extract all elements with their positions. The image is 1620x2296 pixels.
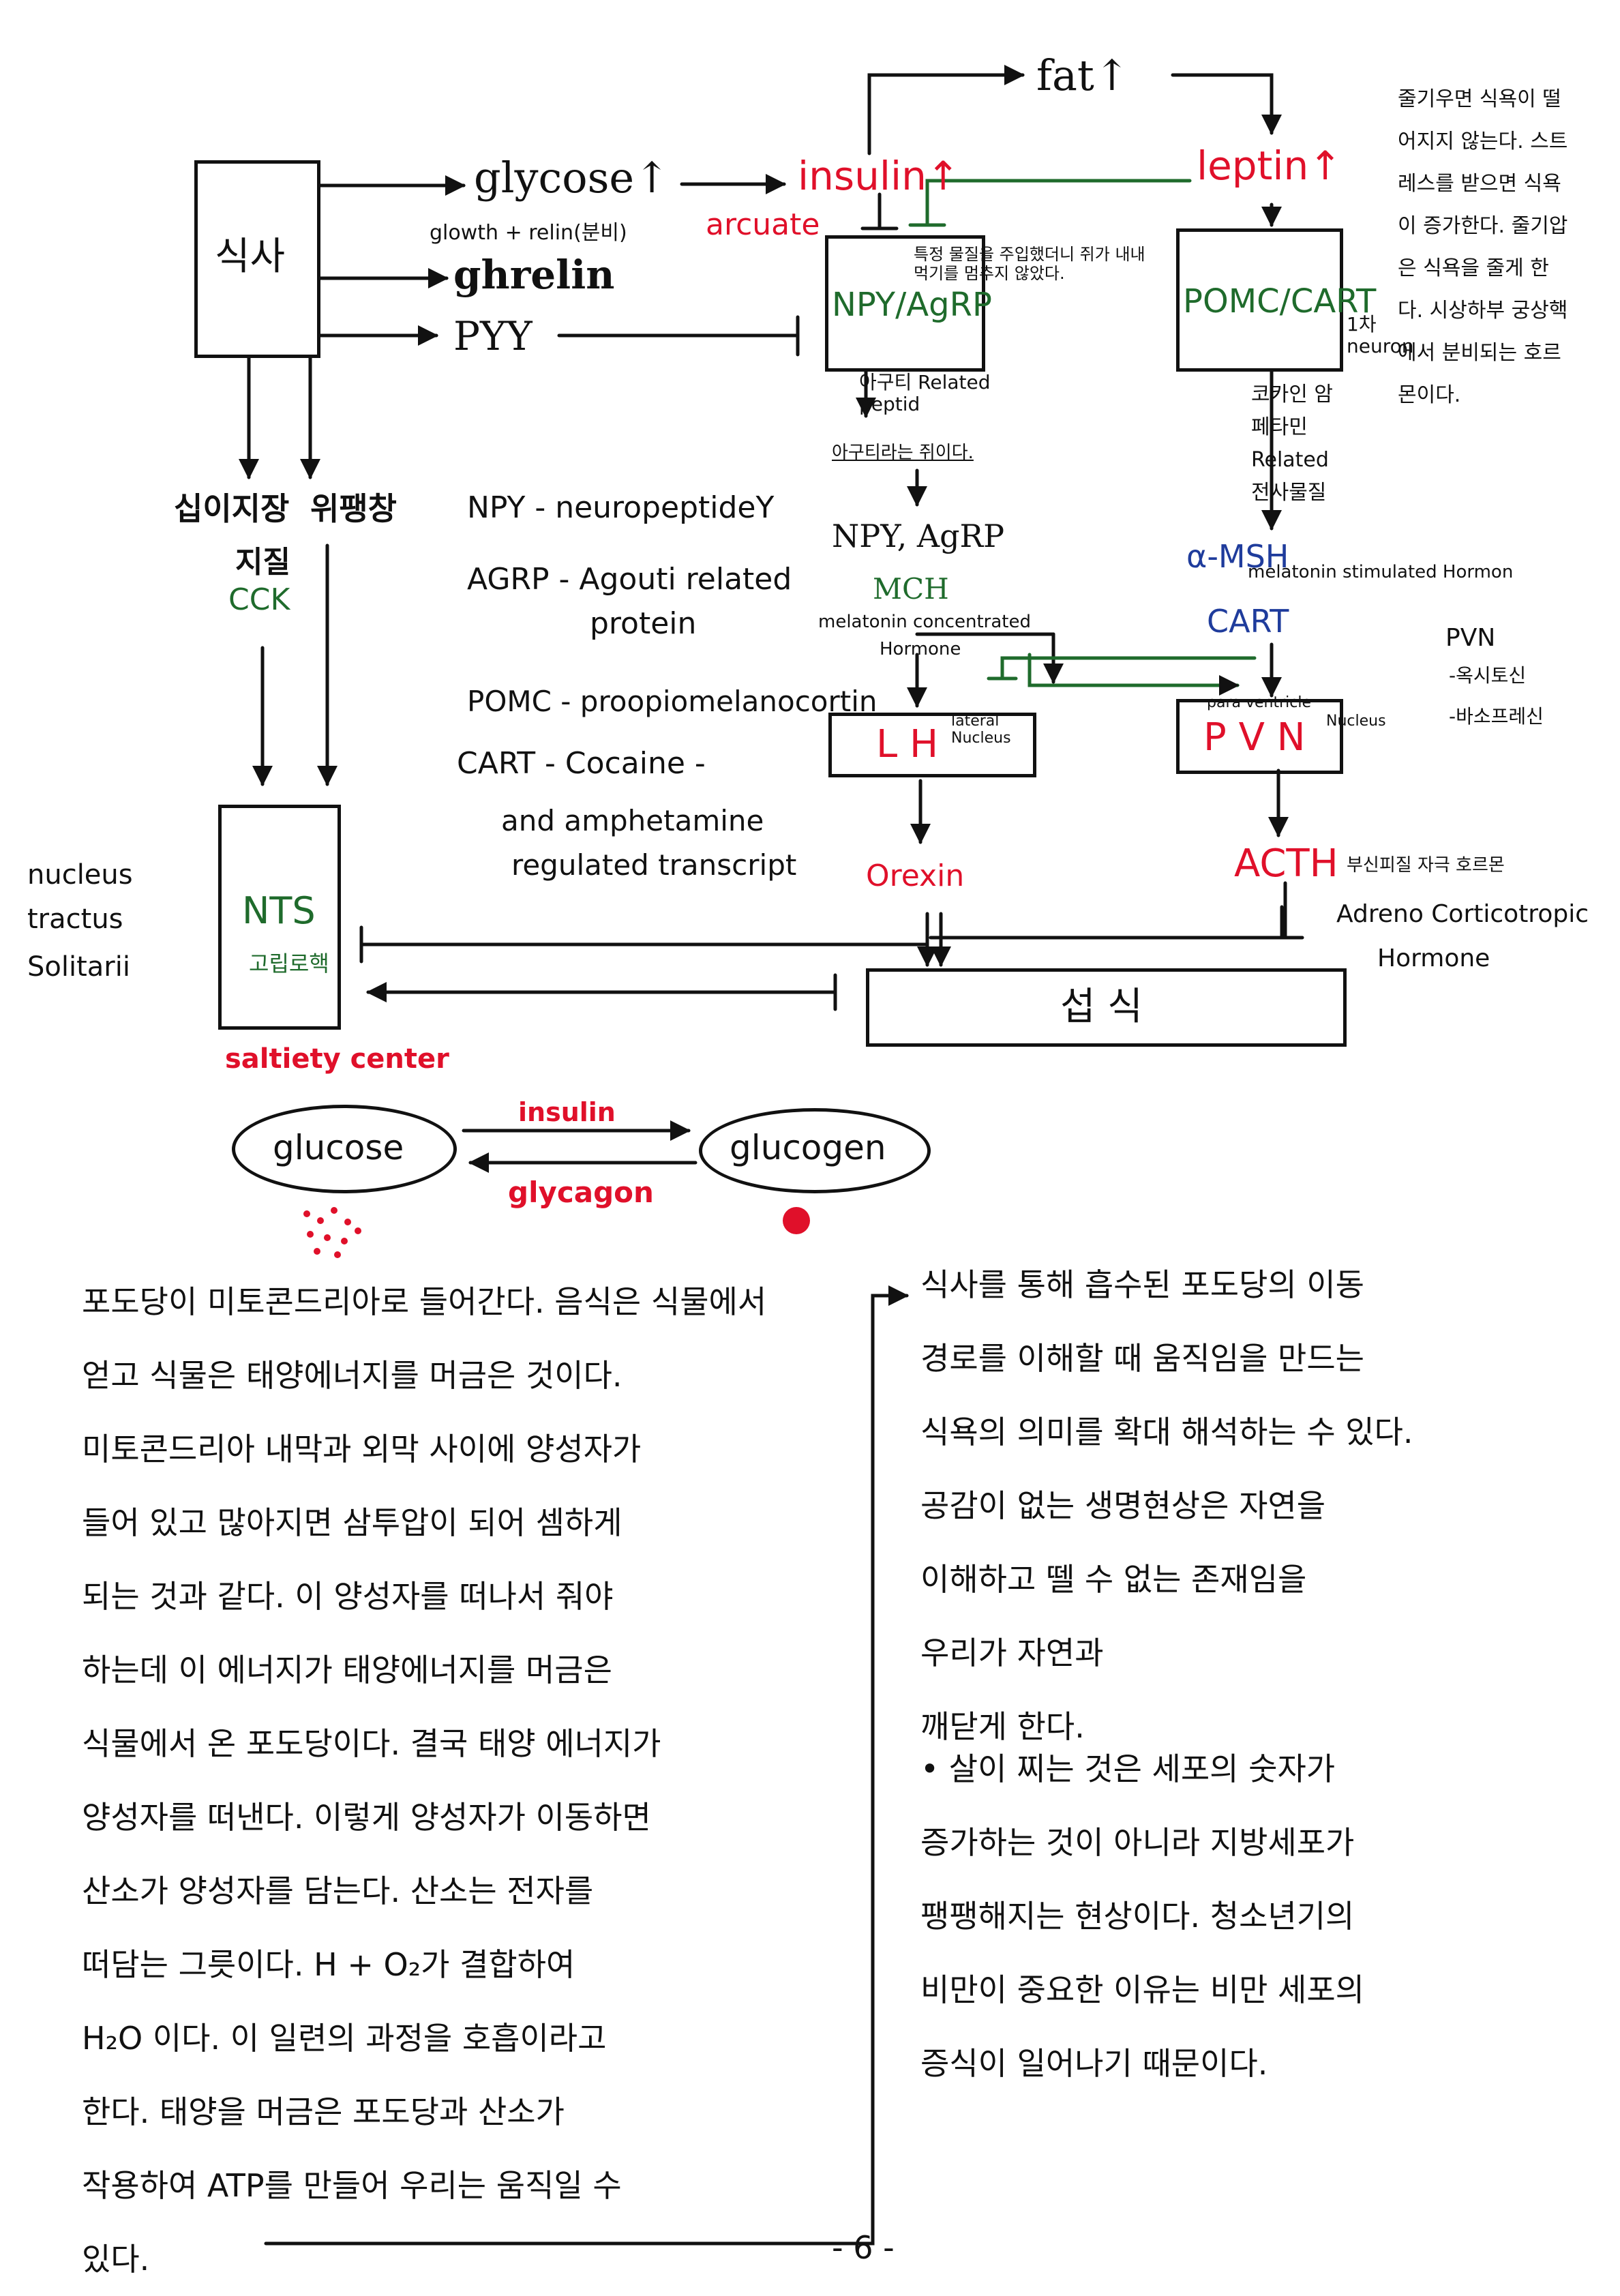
page-number: - 6 -	[832, 2229, 895, 2266]
meal-label: 식사	[215, 235, 286, 279]
arcuate-label: arcuate	[706, 207, 820, 242]
acth-full-2: Hormone	[1377, 944, 1490, 972]
nts-full-3: Solitarii	[27, 951, 130, 983]
acth-full-1: Adreno Corticotropic	[1336, 900, 1589, 928]
insulin-label: insulin↑	[798, 153, 960, 199]
nts-label: NTS	[242, 889, 316, 932]
agouti-note-2: 아구티라는 쥐이다.	[832, 443, 974, 463]
mch-full-2: Hormone	[880, 639, 961, 659]
nts-full-1: nucleus	[27, 859, 133, 891]
agouti-note-1: 아구티 Related peptid	[859, 371, 991, 416]
cocaine-note: 코카인 암페타민 Related 전사물질	[1251, 383, 1333, 505]
fat-label: fat↑	[1036, 50, 1130, 100]
right-paragraph: 식사를 통해 흡수된 포도당의 이동 경로를 이해할 때 움직임을 만드는 식욕…	[920, 1266, 1413, 1745]
bullet-paragraph: • 살이 찌는 것은 세포의 숫자가 증가하는 것이 아니라 지방세포가 팽팽해…	[920, 1750, 1364, 2082]
cck-label: CCK	[228, 582, 290, 617]
eating-box	[866, 968, 1347, 1047]
def-npy: NPY - neuropeptideY	[467, 490, 775, 525]
leptin-label: leptin↑	[1197, 143, 1342, 189]
nts-korean-label: 고립로핵	[249, 951, 329, 976]
alpha-msh-full: melatonin stimulated Hormon	[1248, 562, 1514, 582]
def-cart-3: regulated transcript	[511, 848, 797, 882]
def-cart-1: CART - Cocaine -	[457, 746, 706, 781]
def-cart-2: and amphetamine	[501, 804, 764, 837]
lh-box	[828, 713, 1036, 777]
duodenum-label: 십이지장	[174, 490, 290, 527]
npy-note: 특정 물질을 주입했더니 쥐가 내내 먹기를 멈추지 않았다.	[914, 245, 1145, 283]
glucogen-label: glucogen	[730, 1128, 886, 1167]
glucose-label: glucose	[273, 1128, 404, 1167]
glucagon-label: glycagon	[508, 1176, 654, 1209]
first-neuron-label: 1차 neuron	[1347, 313, 1414, 358]
meal-box	[194, 160, 320, 358]
left-paragraph: 포도당이 미토콘드리아로 들어간다. 음식은 식물에서 얻고 식물은 태양에너지…	[82, 1283, 767, 2278]
mch-label: MCH	[873, 572, 949, 606]
alpha-msh-label: α-MSH	[1186, 538, 1289, 575]
lh-full: lateral Nucleus	[951, 713, 1011, 747]
fat-nutrient-label: 지질	[235, 545, 290, 580]
npy-agrp-box	[825, 235, 985, 372]
pvn-side-1: -옥시토신	[1449, 664, 1527, 687]
npy-agrp-label: NPY, AgRP	[832, 518, 1005, 554]
glowth-note: glowth + relin(분비)	[430, 221, 627, 245]
ghrelin-label: ghrelin	[453, 252, 615, 298]
lh-label: L H	[876, 722, 939, 766]
pvn-side-label: PVN	[1445, 624, 1496, 652]
pvn-full-2: Nucleus	[1326, 713, 1386, 730]
def-agrp-2: protein	[590, 606, 697, 641]
orexin-label: Orexin	[866, 859, 965, 893]
pvn-full-1: para ventricle	[1207, 694, 1311, 711]
eating-label: 섭 식	[1060, 985, 1143, 1029]
glucose-oval	[232, 1105, 457, 1193]
glycose-label: glycose↑	[474, 153, 670, 203]
def-pomc: POMC - proopiomelanocortin	[467, 685, 877, 718]
satiety-label: saltiety center	[225, 1043, 449, 1075]
stomach-label: 위팽창	[310, 490, 397, 527]
leptin-note: 줄기우면 식욕이 떨어지지 않는다. 스트레스를 받으면 식욕이 증가한다. 줄…	[1398, 87, 1568, 407]
pomc-cart-box	[1176, 228, 1343, 372]
nts-full-2: tractus	[27, 904, 123, 935]
mch-full-1: melatonin concentrated	[818, 612, 1031, 632]
npy-agrp-box-label: NPY/AgRP	[832, 286, 992, 324]
acth-label: ACTH	[1234, 841, 1338, 886]
acth-note: 부신피질 자극 호르몬	[1347, 855, 1505, 876]
def-agrp-1: AGRP - Agouti related	[467, 562, 792, 597]
glucogen-oval	[699, 1108, 931, 1193]
pvn-box	[1176, 699, 1343, 774]
pvn-label: P V N	[1203, 715, 1306, 760]
pvn-side-2: -바소프레신	[1449, 705, 1544, 728]
nts-box	[218, 805, 341, 1030]
pomc-cart-box-label: POMC/CART	[1183, 282, 1377, 320]
pyy-label: PYY	[453, 313, 532, 359]
cart-label: CART	[1207, 603, 1289, 640]
insulin-small-label: insulin	[518, 1097, 616, 1127]
